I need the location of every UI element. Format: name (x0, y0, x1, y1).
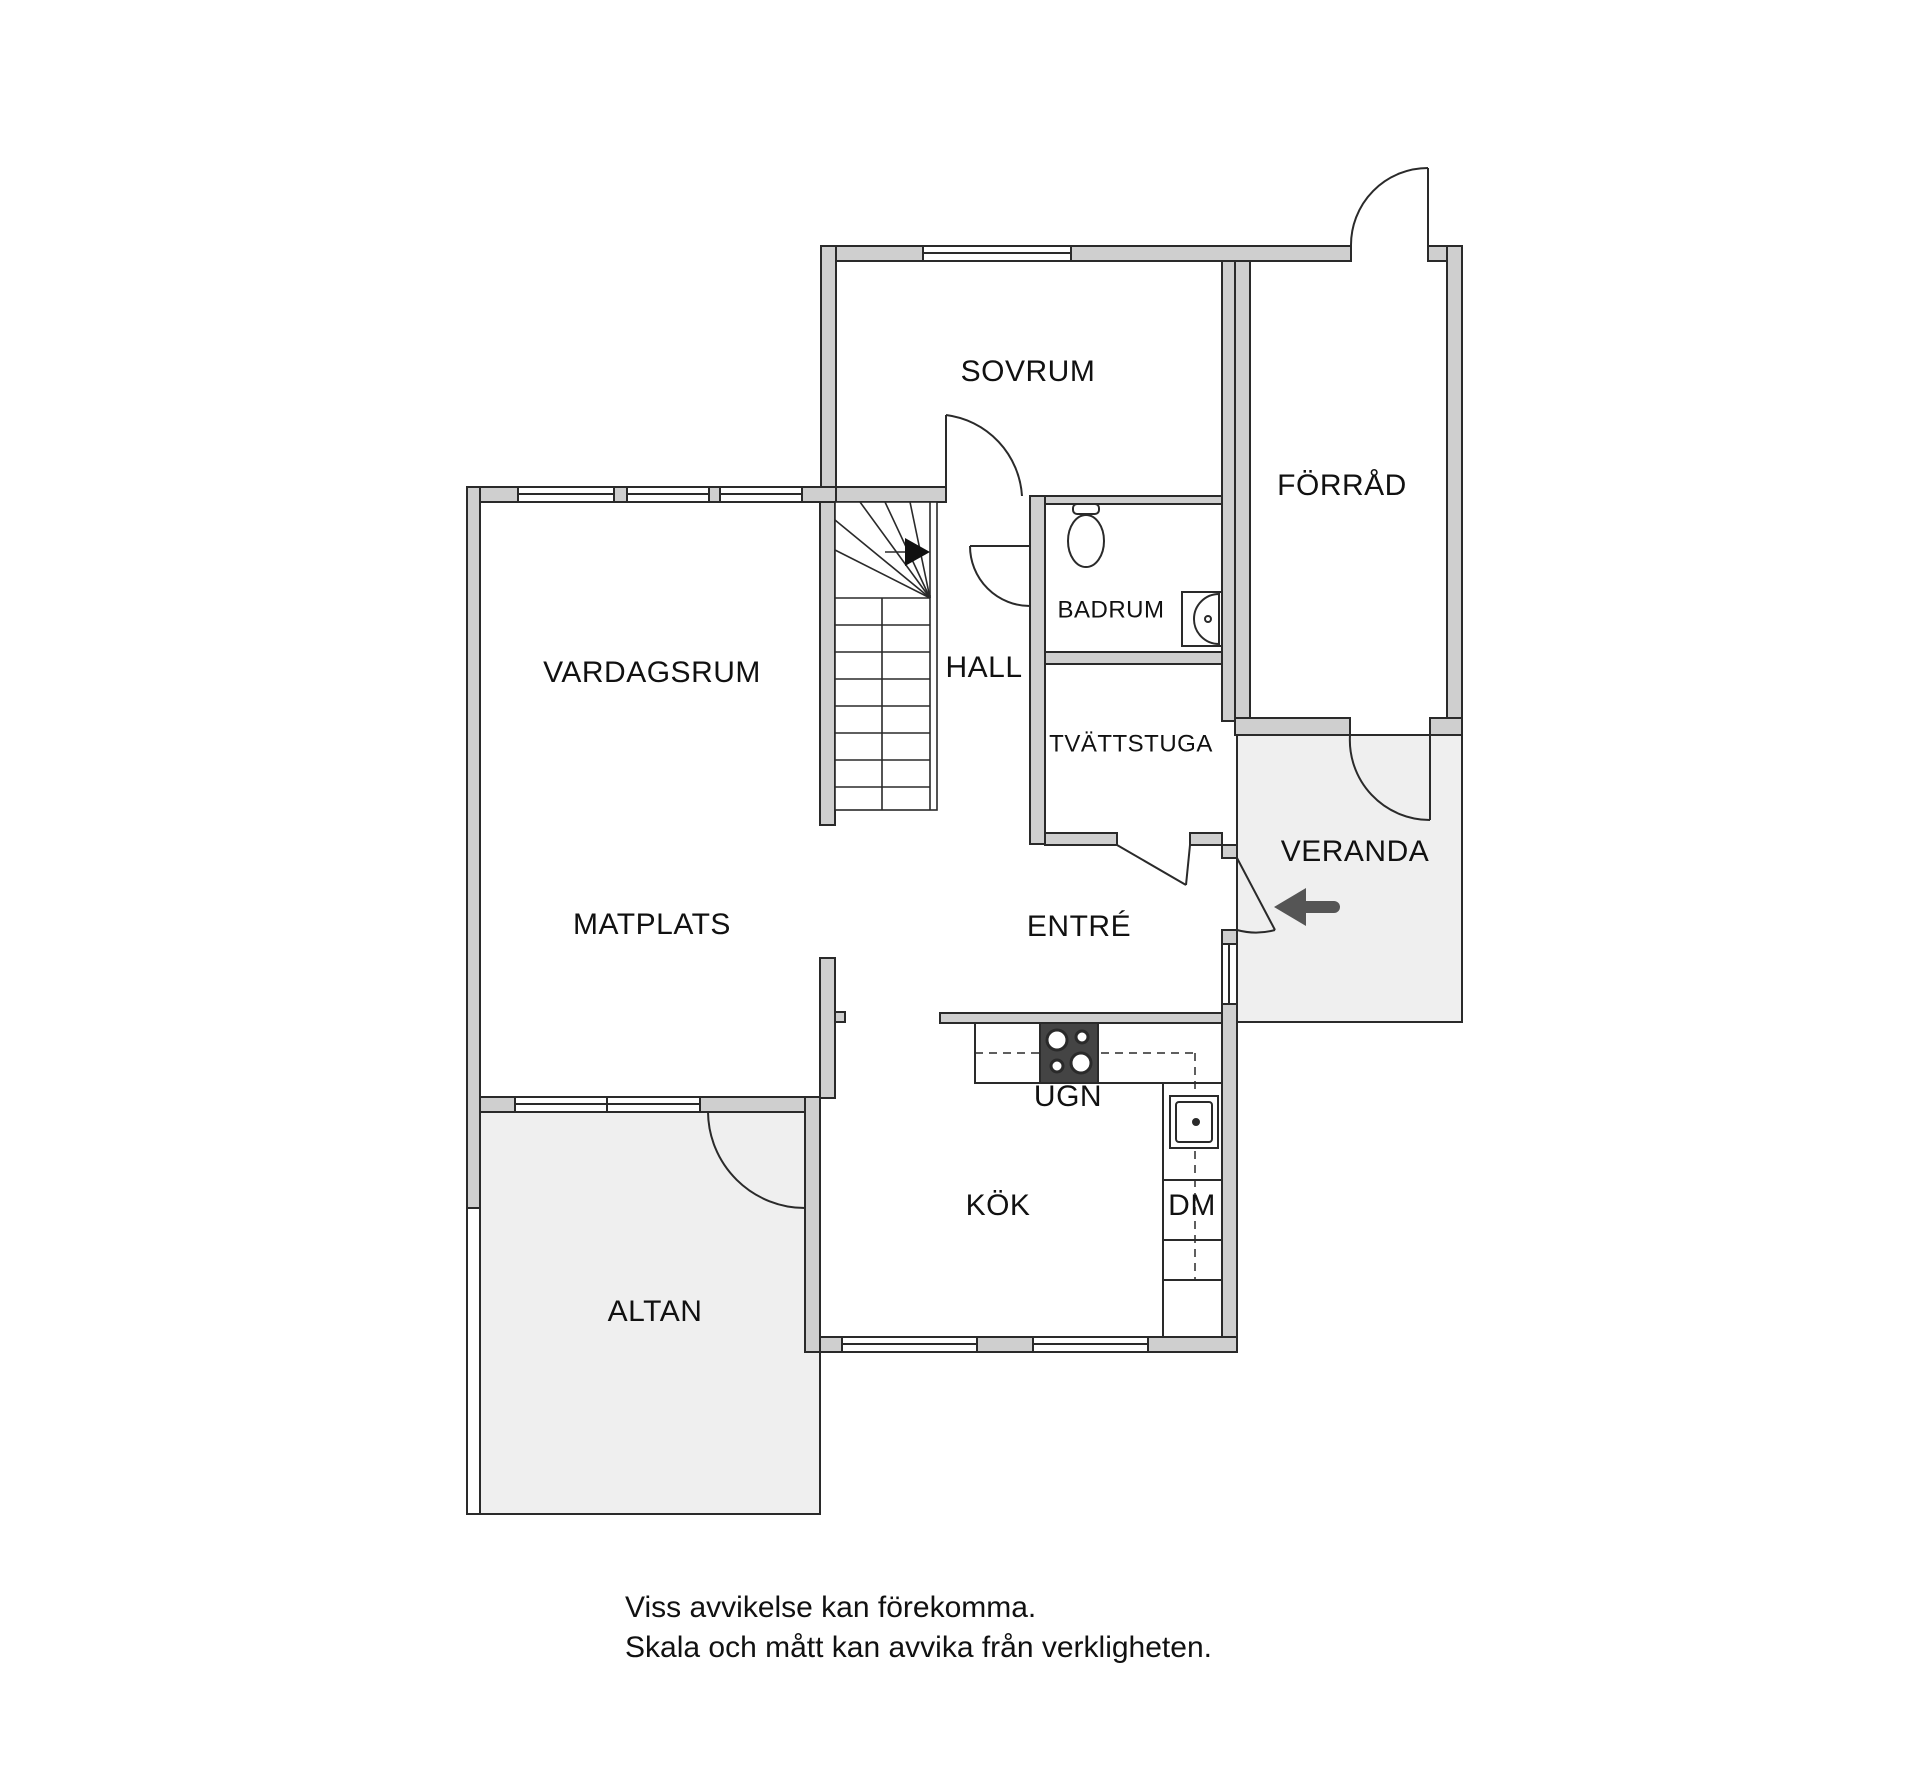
room-label-badrum: BADRUM (1057, 596, 1164, 623)
disclaimer: Viss avvikelse kan förekomma. Skala och … (625, 1588, 1212, 1668)
veranda-area (1236, 734, 1463, 1023)
room-label-entre: ENTRÉ (1027, 910, 1131, 943)
room-label-matplats: MATPLATS (573, 908, 731, 941)
altan-area (479, 1111, 821, 1515)
room-label-tvattstuga: TVÄTTSTUGA (1049, 730, 1213, 757)
room-label-forrad: FÖRRÅD (1277, 469, 1407, 502)
disclaimer-line-1: Viss avvikelse kan förekomma. (625, 1591, 1037, 1624)
stove-icon (1039, 1022, 1099, 1084)
staircase (834, 501, 938, 811)
washbasin-icon (1181, 591, 1223, 647)
room-label-dm: DM (1168, 1189, 1216, 1222)
windows (514, 245, 1238, 1353)
room-label-vardagsrum: VARDAGSRUM (543, 656, 761, 689)
room-label-ugn: UGN (1034, 1080, 1102, 1113)
altan-edge (466, 1207, 481, 1515)
disclaimer-line-2: Skala och mått kan avvika från verklighe… (625, 1631, 1212, 1664)
walls (466, 245, 1463, 1353)
kitchen-sink-icon (1169, 1095, 1219, 1149)
room-label-sovrum: SOVRUM (961, 355, 1096, 388)
room-label-altan: ALTAN (608, 1295, 703, 1328)
doors (707, 167, 1431, 1209)
toilet-icon (1067, 503, 1105, 568)
stair-direction-arrow-icon (905, 538, 930, 566)
room-label-veranda: VERANDA (1281, 835, 1430, 868)
room-label-kok: KÖK (966, 1189, 1031, 1222)
entrance-arrow-icon (1274, 888, 1340, 926)
room-label-hall: HALL (945, 651, 1022, 684)
